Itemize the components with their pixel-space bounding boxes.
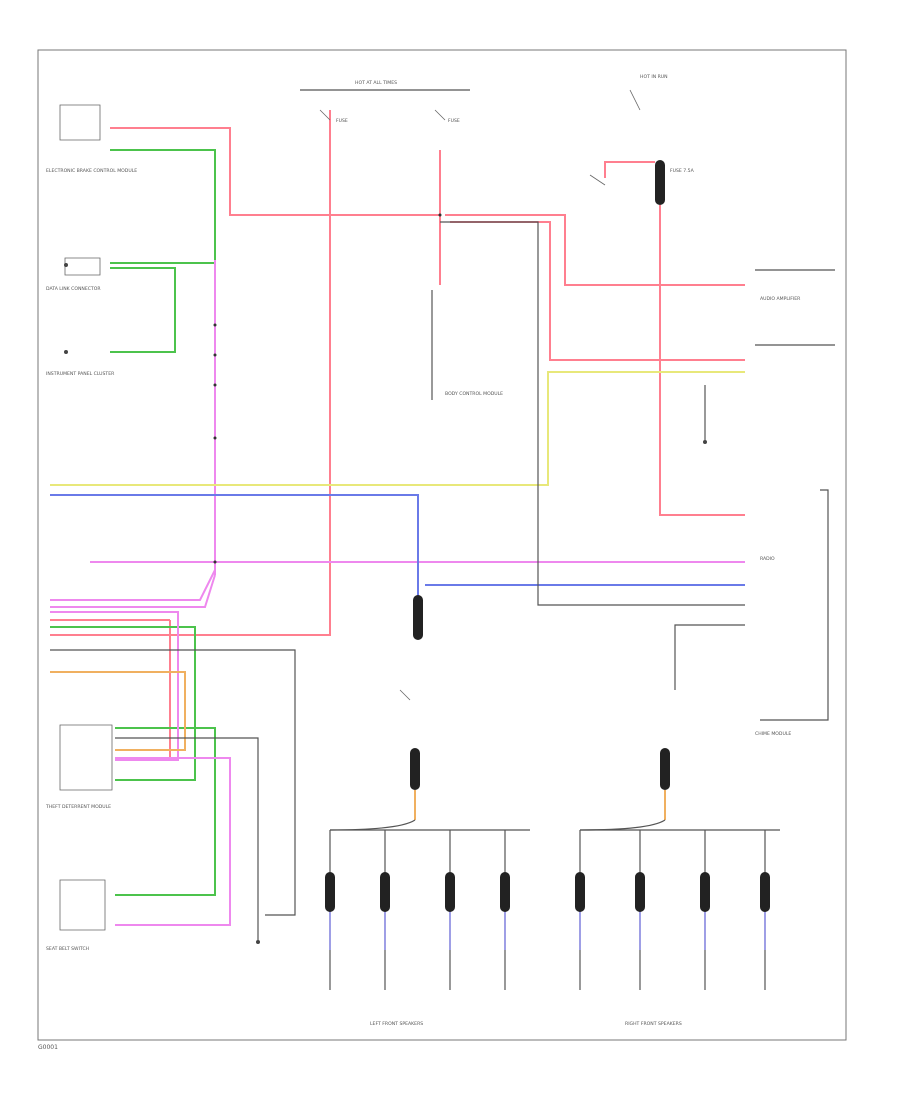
label-bottom-right: RIGHT FRONT SPEAKERS	[625, 1021, 682, 1027]
connector	[325, 872, 335, 912]
ground-icon	[256, 940, 260, 944]
label-top-center: HOT AT ALL TIMES	[355, 80, 397, 86]
label-top-right: HOT IN RUN	[640, 74, 668, 80]
ground-icon	[703, 440, 707, 444]
green-wires	[50, 149, 216, 896]
connector	[500, 872, 510, 912]
yellow-wires	[50, 371, 745, 486]
label-right-block2: RADIO	[760, 556, 775, 562]
connector	[655, 160, 665, 205]
ground-icon	[64, 350, 68, 354]
ground-icon	[64, 263, 68, 267]
red-wires	[50, 110, 745, 760]
splices	[213, 213, 442, 564]
orange-wires	[50, 671, 666, 820]
label-right-block3: CHIME MODULE	[755, 731, 791, 737]
left-components	[59, 104, 113, 931]
label-left-block3: INSTRUMENT PANEL CLUSTER	[46, 371, 115, 377]
speaker-blue-leads	[329, 910, 766, 950]
label-left-block4: THEFT DETERRENT MODULE	[45, 804, 111, 810]
fuses	[319, 89, 641, 701]
connectors	[325, 160, 770, 912]
label-fuse-a: FUSE	[336, 118, 348, 124]
pink-wires	[50, 260, 745, 926]
label-left-block1: ELECTRONIC BRAKE CONTROL MODULE	[46, 168, 137, 174]
label-fuse-b: FUSE	[448, 118, 460, 124]
label-bottom-left: LEFT FRONT SPEAKERS	[370, 1021, 423, 1027]
connector	[575, 872, 585, 912]
connector	[635, 872, 645, 912]
connector	[380, 872, 390, 912]
label-center-lower: BODY CONTROL MODULE	[445, 391, 503, 397]
black-wires	[50, 89, 835, 990]
label-right-block1: AUDIO AMPLIFIER	[760, 296, 801, 302]
diagram-border	[37, 49, 847, 1041]
connector	[445, 872, 455, 912]
connector	[413, 595, 423, 640]
label-fuel-inj: FUSE 7.5A	[670, 168, 695, 174]
figure-reference: G0001	[38, 1044, 58, 1051]
label-left-block2: DATA LINK CONNECTOR	[46, 286, 101, 292]
connector	[410, 748, 420, 790]
connector	[700, 872, 710, 912]
connector	[660, 748, 670, 790]
label-left-block5: SEAT BELT SWITCH	[46, 946, 89, 952]
blue-wires	[50, 494, 745, 600]
grounds	[64, 263, 707, 944]
connector	[760, 872, 770, 912]
